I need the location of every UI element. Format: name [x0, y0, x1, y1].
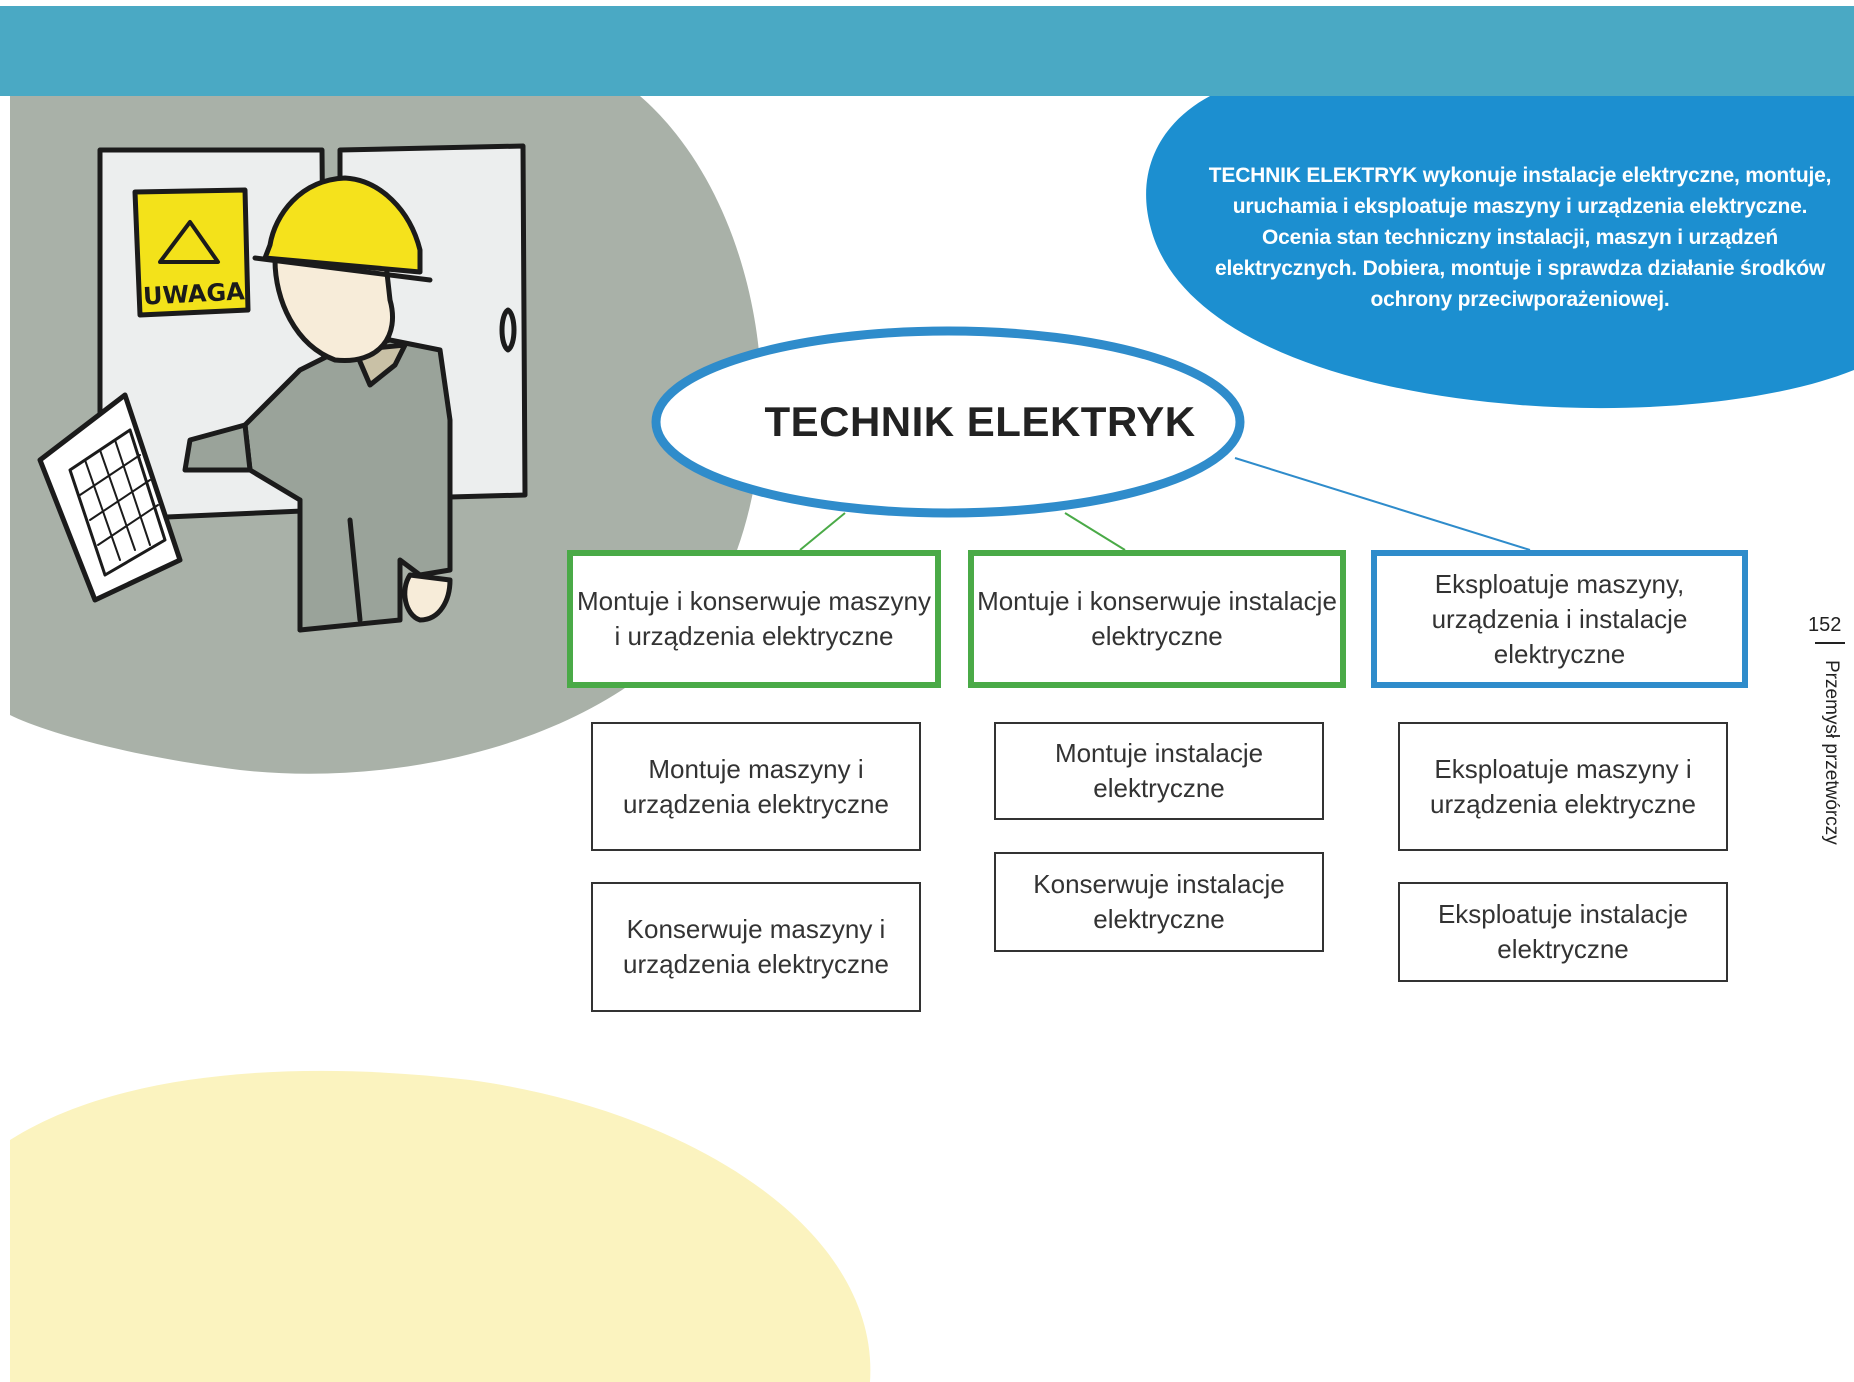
connector-middle [1064, 512, 1126, 551]
page-number-divider [1815, 642, 1845, 644]
blue-blob [1146, 96, 1854, 409]
section-label: Przemysł przetwórczy [1821, 660, 1842, 845]
electrician-illustration-icon [37, 143, 528, 633]
connector-left [799, 512, 846, 551]
top-banner [0, 6, 1854, 96]
leaf-box-1-1: Montuje maszyny i urządzenia elektryczne [591, 722, 921, 851]
leaf-box-3-1: Eksploatuje maszyny i urządzenia elektry… [1398, 722, 1728, 851]
leaf-box-3-2: Eksploatuje instalacje elektryczne [1398, 882, 1728, 982]
connector-right [1234, 457, 1531, 551]
page-number: 152 [1808, 614, 1842, 636]
branch-box-1: Montuje i konserwuje maszyny i urządzeni… [567, 550, 941, 688]
description-text: TECHNIK ELEKTRYK wykonuje instalacje ele… [1208, 164, 1832, 311]
root-title: TECHNIK ELEKTRYK [764, 398, 1196, 445]
leaf-box-2-2: Konserwuje instalacje elektryczne [994, 852, 1324, 952]
branch-box-3: Eksploatuje maszyny, urządzenia i instal… [1371, 550, 1748, 688]
yellow-blob [10, 1070, 871, 1382]
leaf-box-1-2: Konserwuje maszyny i urządzenia elektryc… [591, 882, 921, 1012]
branch-box-2: Montuje i konserwuje instalacje elektryc… [968, 550, 1346, 688]
warning-sign-text: UWAGA [142, 277, 246, 311]
root-ellipse [651, 326, 1245, 518]
leaf-box-2-1: Montuje instalacje elektryczne [994, 722, 1324, 820]
